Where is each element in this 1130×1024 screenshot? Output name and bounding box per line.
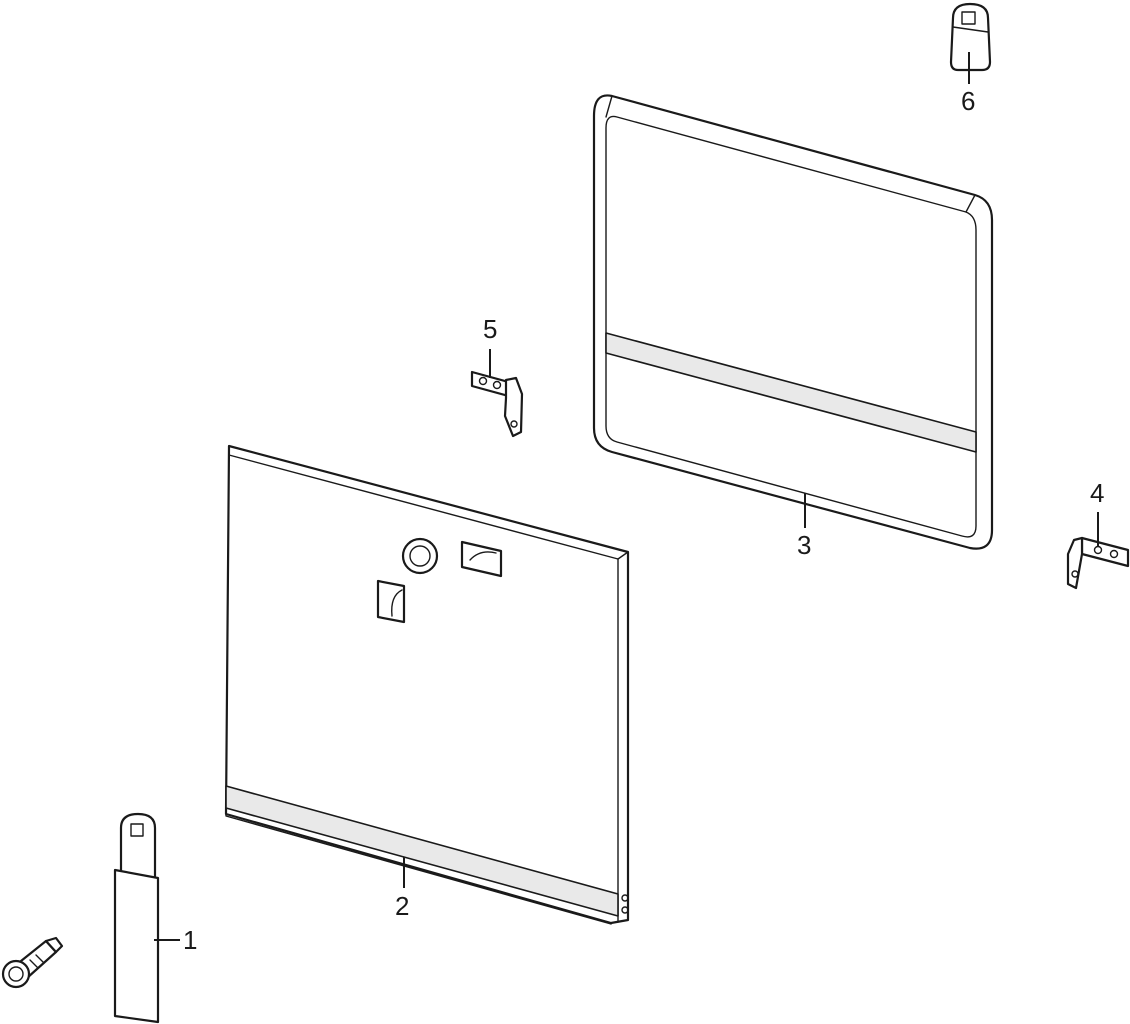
door-latch-slot-icon: [460, 540, 503, 578]
part-4-right-bracket: [1066, 536, 1130, 590]
part-2-front-door-panel: [224, 444, 630, 925]
bolt-icon: [1, 936, 64, 989]
callout-2: 2: [395, 891, 409, 921]
callout-6: 6: [961, 86, 975, 116]
part-5-left-bracket: [470, 370, 524, 438]
callout-1: 1: [183, 925, 197, 955]
door-hinge-slot-icon: [376, 579, 406, 624]
part-3-rear-panel-frame: [592, 94, 994, 550]
door-knob-icon: [401, 537, 439, 575]
part-1-hinge-arm: [113, 812, 160, 1024]
callout-5: 5: [483, 314, 497, 344]
part-6-latch-tab: [949, 2, 992, 72]
callout-4: 4: [1090, 478, 1104, 508]
callout-3: 3: [797, 530, 811, 560]
